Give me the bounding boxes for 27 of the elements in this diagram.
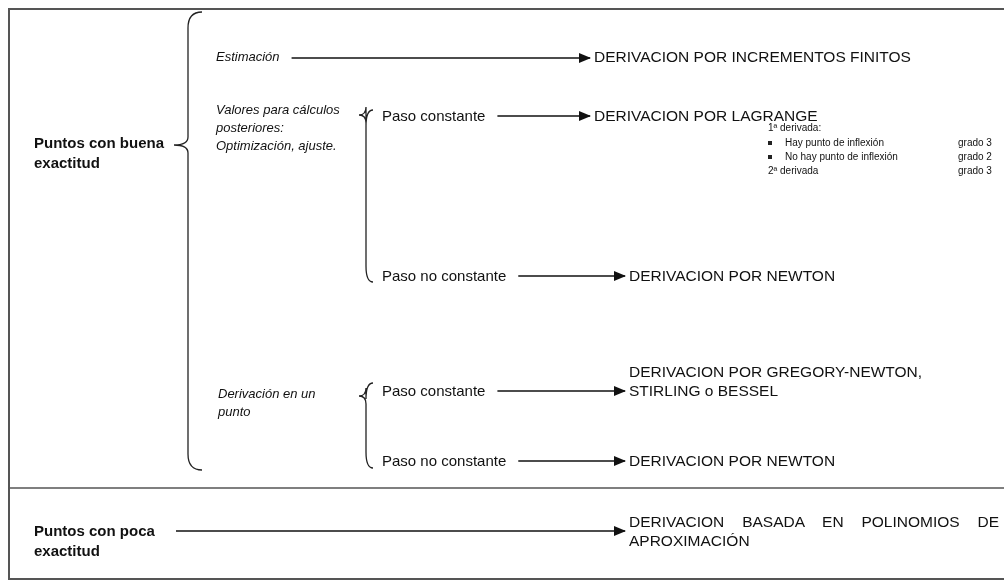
note-text: grado 3 — [958, 136, 992, 149]
method-label: DERIVACION POR GREGORY-NEWTON, STIRLING o BESSEL — [625, 362, 963, 400]
method-label: DERIVACION POR NEWTON — [625, 266, 840, 285]
note-text: 1ª derivada: — [768, 121, 822, 134]
step-label: Paso no constante — [378, 266, 511, 285]
method-label: DERIVACION BASADA EN POLINOMIOS DE APROXIMACIÓN — [625, 512, 1003, 550]
arrow — [290, 52, 592, 64]
note-text: grado 2 — [958, 150, 992, 163]
arrow — [496, 385, 627, 397]
note-text: Hay punto de inflexión — [785, 136, 884, 149]
step-label: Paso constante — [378, 381, 490, 400]
note-text: grado 3 — [958, 164, 992, 177]
subcategory-label: Valores para cálculos posteriores: Optimización, ajuste. — [212, 101, 360, 155]
method-label: DERIVACION POR INCREMENTOS FINITOS — [590, 47, 915, 66]
step-label: Paso no constante — [378, 451, 511, 470]
step-label: Paso constante — [378, 106, 490, 125]
method-label: DERIVACION POR NEWTON — [625, 451, 840, 470]
category-label: Puntos con buena exactitud — [30, 133, 168, 173]
note-text: 2ª derivada — [768, 164, 819, 177]
arrow — [517, 270, 627, 282]
arrow — [175, 525, 627, 537]
subcategory-label: Derivación en un punto — [214, 385, 352, 421]
arrow — [496, 110, 592, 122]
category-label: Puntos con poca exactitud — [30, 521, 168, 561]
subcategory-label: Estimación — [212, 48, 284, 66]
note-text: No hay punto de inflexión — [785, 150, 898, 163]
arrow — [517, 455, 627, 467]
